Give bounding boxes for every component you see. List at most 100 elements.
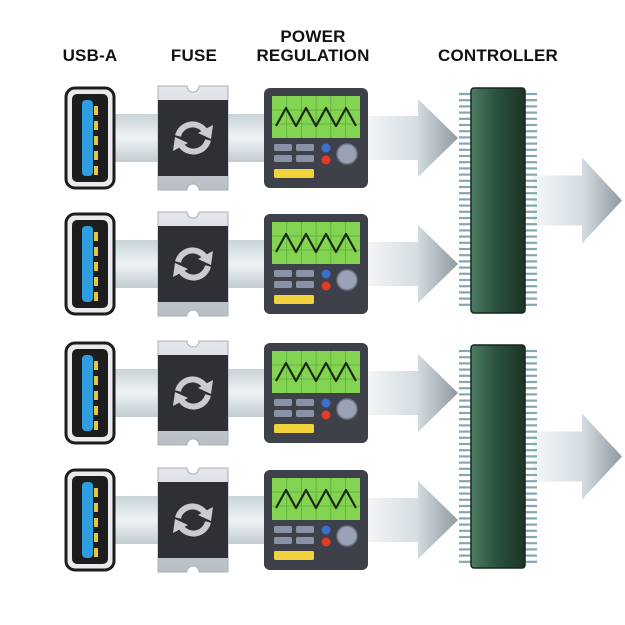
usb-to-fuse-connector <box>112 369 160 417</box>
oscilloscope-panel-icon <box>264 343 368 443</box>
control-key <box>296 526 314 533</box>
usb-pin <box>94 421 98 430</box>
chip-body <box>470 87 526 314</box>
status-bar <box>274 551 314 560</box>
ic-chip-icon <box>459 344 537 569</box>
component-layer <box>64 85 537 573</box>
arrow-right-icon <box>366 99 458 177</box>
control-knob <box>336 398 358 420</box>
refresh-head-bottom <box>173 263 188 277</box>
refresh-head-bottom <box>173 519 188 533</box>
usb-pin <box>94 136 98 145</box>
arrow-right-icon <box>533 413 622 500</box>
control-key <box>296 281 314 288</box>
control-key <box>274 399 292 406</box>
fuse-core <box>158 355 228 431</box>
waveform <box>275 106 357 128</box>
usb-to-fuse-connector <box>112 114 160 162</box>
fuse-core <box>158 482 228 558</box>
refresh-arc-top <box>175 503 208 519</box>
control-key <box>274 526 292 533</box>
blue-button <box>321 143 331 153</box>
usb-pin <box>94 106 98 115</box>
header-fuse: FUSE <box>170 46 218 65</box>
chip-body <box>470 344 526 569</box>
waveform <box>275 488 357 510</box>
usb-pin <box>94 503 98 512</box>
usb-pin <box>94 277 98 286</box>
usb-a-port-icon <box>64 212 116 316</box>
usb-tongue <box>82 482 93 558</box>
red-button <box>321 281 331 291</box>
control-key <box>274 270 292 277</box>
control-key <box>296 144 314 151</box>
refresh-arc-bottom <box>178 139 211 155</box>
control-key <box>296 399 314 406</box>
control-key <box>296 155 314 162</box>
fuse-refresh-icon <box>157 85 229 191</box>
usb-pin <box>94 166 98 175</box>
arrow-right-icon <box>366 354 458 432</box>
control-key <box>274 144 292 151</box>
fuse-refresh-icon <box>157 211 229 317</box>
refresh-arc-bottom <box>178 265 211 281</box>
usb-to-fuse-connector <box>112 496 160 544</box>
refresh-arc-bottom <box>178 521 211 537</box>
usb-pin <box>94 247 98 256</box>
usb-to-fuse-connector <box>112 240 160 288</box>
oscilloscope-panel-icon <box>264 214 368 314</box>
control-key <box>274 281 292 288</box>
fuse-core <box>158 100 228 176</box>
usb-pin <box>94 151 98 160</box>
blue-button <box>321 269 331 279</box>
status-bar <box>274 169 314 178</box>
control-key <box>296 410 314 417</box>
oscilloscope-panel-icon <box>264 470 368 570</box>
red-button <box>321 410 331 420</box>
fuse-core <box>158 226 228 302</box>
usb-pin <box>94 533 98 542</box>
usb-pin <box>94 376 98 385</box>
arrow-right-icon <box>366 481 458 559</box>
arrow-right-icon <box>533 157 622 244</box>
blue-button <box>321 398 331 408</box>
refresh-head-top <box>198 125 213 139</box>
status-bar <box>274 424 314 433</box>
refresh-head-top <box>198 507 213 521</box>
control-knob <box>336 269 358 291</box>
refresh-arc-top <box>175 376 208 392</box>
arrow-right-icon <box>366 225 458 303</box>
control-key <box>274 410 292 417</box>
status-bar <box>274 295 314 304</box>
header-usb-a: USB-A <box>62 46 118 65</box>
header-power-line1: POWER <box>280 27 346 46</box>
refresh-arc-top <box>175 247 208 263</box>
refresh-head-top <box>198 380 213 394</box>
usb-pin <box>94 548 98 557</box>
waveform <box>275 361 357 383</box>
refresh-head-top <box>198 251 213 265</box>
usb-tongue <box>82 226 93 302</box>
refresh-arc-bottom <box>178 394 211 410</box>
fuse-refresh-icon <box>157 467 229 573</box>
fuse-to-regulator-connector <box>226 496 266 544</box>
control-key <box>296 270 314 277</box>
usb-pin <box>94 518 98 527</box>
connector-layer <box>112 99 622 559</box>
usb-tongue <box>82 100 93 176</box>
usb-a-port-icon <box>64 468 116 572</box>
fuse-to-regulator-connector <box>226 114 266 162</box>
usb-pin <box>94 232 98 241</box>
header-power-line2: REGULATION <box>256 46 370 65</box>
oscilloscope-panel-icon <box>264 88 368 188</box>
usb-pin <box>94 488 98 497</box>
usb-pin <box>94 391 98 400</box>
fuse-to-regulator-connector <box>226 240 266 288</box>
fuse-refresh-icon <box>157 340 229 446</box>
usb-pin <box>94 361 98 370</box>
usb-pin <box>94 121 98 130</box>
red-button <box>321 537 331 547</box>
header-controller: CONTROLLER <box>437 46 559 65</box>
